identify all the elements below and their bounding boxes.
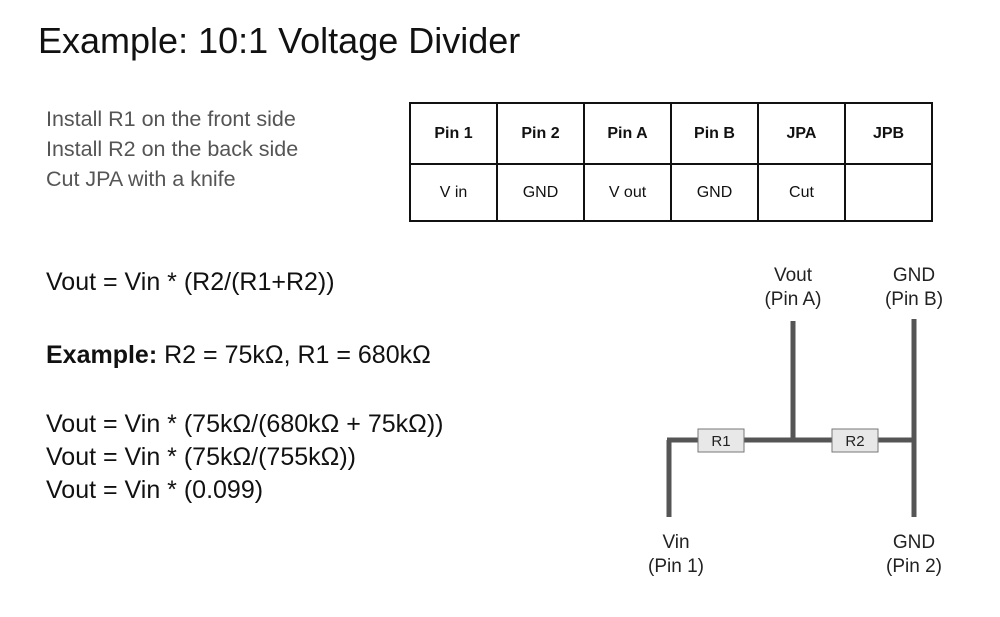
resistor-r1-body	[697, 428, 745, 453]
label-vin-pin-1: Vin (Pin 1)	[616, 531, 736, 579]
label-gnd-pin-b: GND (Pin B)	[854, 264, 974, 312]
resistor-r2-label: R2	[845, 433, 864, 450]
label-pin-b: (Pin B)	[884, 289, 944, 310]
page-title: Example: 10:1 Voltage Divider	[38, 20, 521, 61]
table-header-cell: Pin B	[670, 102, 759, 165]
table-cell: GND	[496, 163, 585, 222]
instruction-item: Cut JPA with a knife	[46, 167, 236, 191]
instructions-list: Install R1 on the front side Install R2 …	[46, 104, 298, 194]
table-cell: V out	[583, 163, 672, 222]
resistor-r2: R2	[831, 428, 879, 453]
calculation-step: Vout = Vin * (75kΩ/(755kΩ))	[46, 443, 356, 471]
pin-table: Pin 1 Pin 2 Pin A Pin B JPA JPB V in GND…	[409, 102, 933, 222]
calculation-steps: Vout = Vin * (75kΩ/(680kΩ + 75kΩ)) Vout …	[46, 408, 443, 507]
table-header-cell: JPB	[844, 102, 933, 165]
label-gnd-pin-2: GND (Pin 2)	[854, 531, 974, 579]
instruction-item: Install R1 on the front side	[46, 107, 296, 131]
resistor-r1: R1	[697, 428, 745, 453]
table-header-cell: JPA	[757, 102, 846, 165]
label-gnd-top: GND	[892, 265, 936, 286]
table-cell: GND	[670, 163, 759, 222]
label-vout-pin-a: Vout (Pin A)	[733, 264, 853, 312]
table-header-cell: Pin A	[583, 102, 672, 165]
table-cell: V in	[409, 163, 498, 222]
resistor-r1-label: R1	[711, 433, 730, 450]
label-pin-2: (Pin 2)	[886, 556, 942, 577]
label-vin: Vin	[662, 532, 690, 553]
calculation-step: Vout = Vin * (0.099)	[46, 476, 264, 504]
table-header-cell: Pin 2	[496, 102, 585, 165]
table-cell: Cut	[757, 163, 846, 222]
table-header-row: Pin 1 Pin 2 Pin A Pin B JPA JPB	[409, 102, 933, 165]
table-header-cell: Pin 1	[409, 102, 498, 165]
example-values: Example: R2 = 75kΩ, R1 = 680kΩ	[46, 341, 431, 370]
resistor-r2-body	[831, 428, 879, 453]
calculation-step: Vout = Vin * (75kΩ/(680kΩ + 75kΩ))	[46, 410, 444, 438]
example-label: Example:	[46, 341, 158, 369]
label-pin-1: (Pin 1)	[648, 556, 704, 577]
label-vout: Vout	[773, 265, 813, 286]
divider-formula: Vout = Vin * (R2/(R1+R2))	[46, 268, 335, 296]
label-pin-a: (Pin A)	[764, 289, 822, 310]
table-cell	[844, 163, 933, 222]
instruction-item: Install R2 on the back side	[46, 137, 299, 161]
label-gnd-bottom: GND	[892, 532, 936, 553]
example-text: R2 = 75kΩ, R1 = 680kΩ	[157, 341, 431, 369]
table-row: V in GND V out GND Cut	[409, 163, 933, 222]
